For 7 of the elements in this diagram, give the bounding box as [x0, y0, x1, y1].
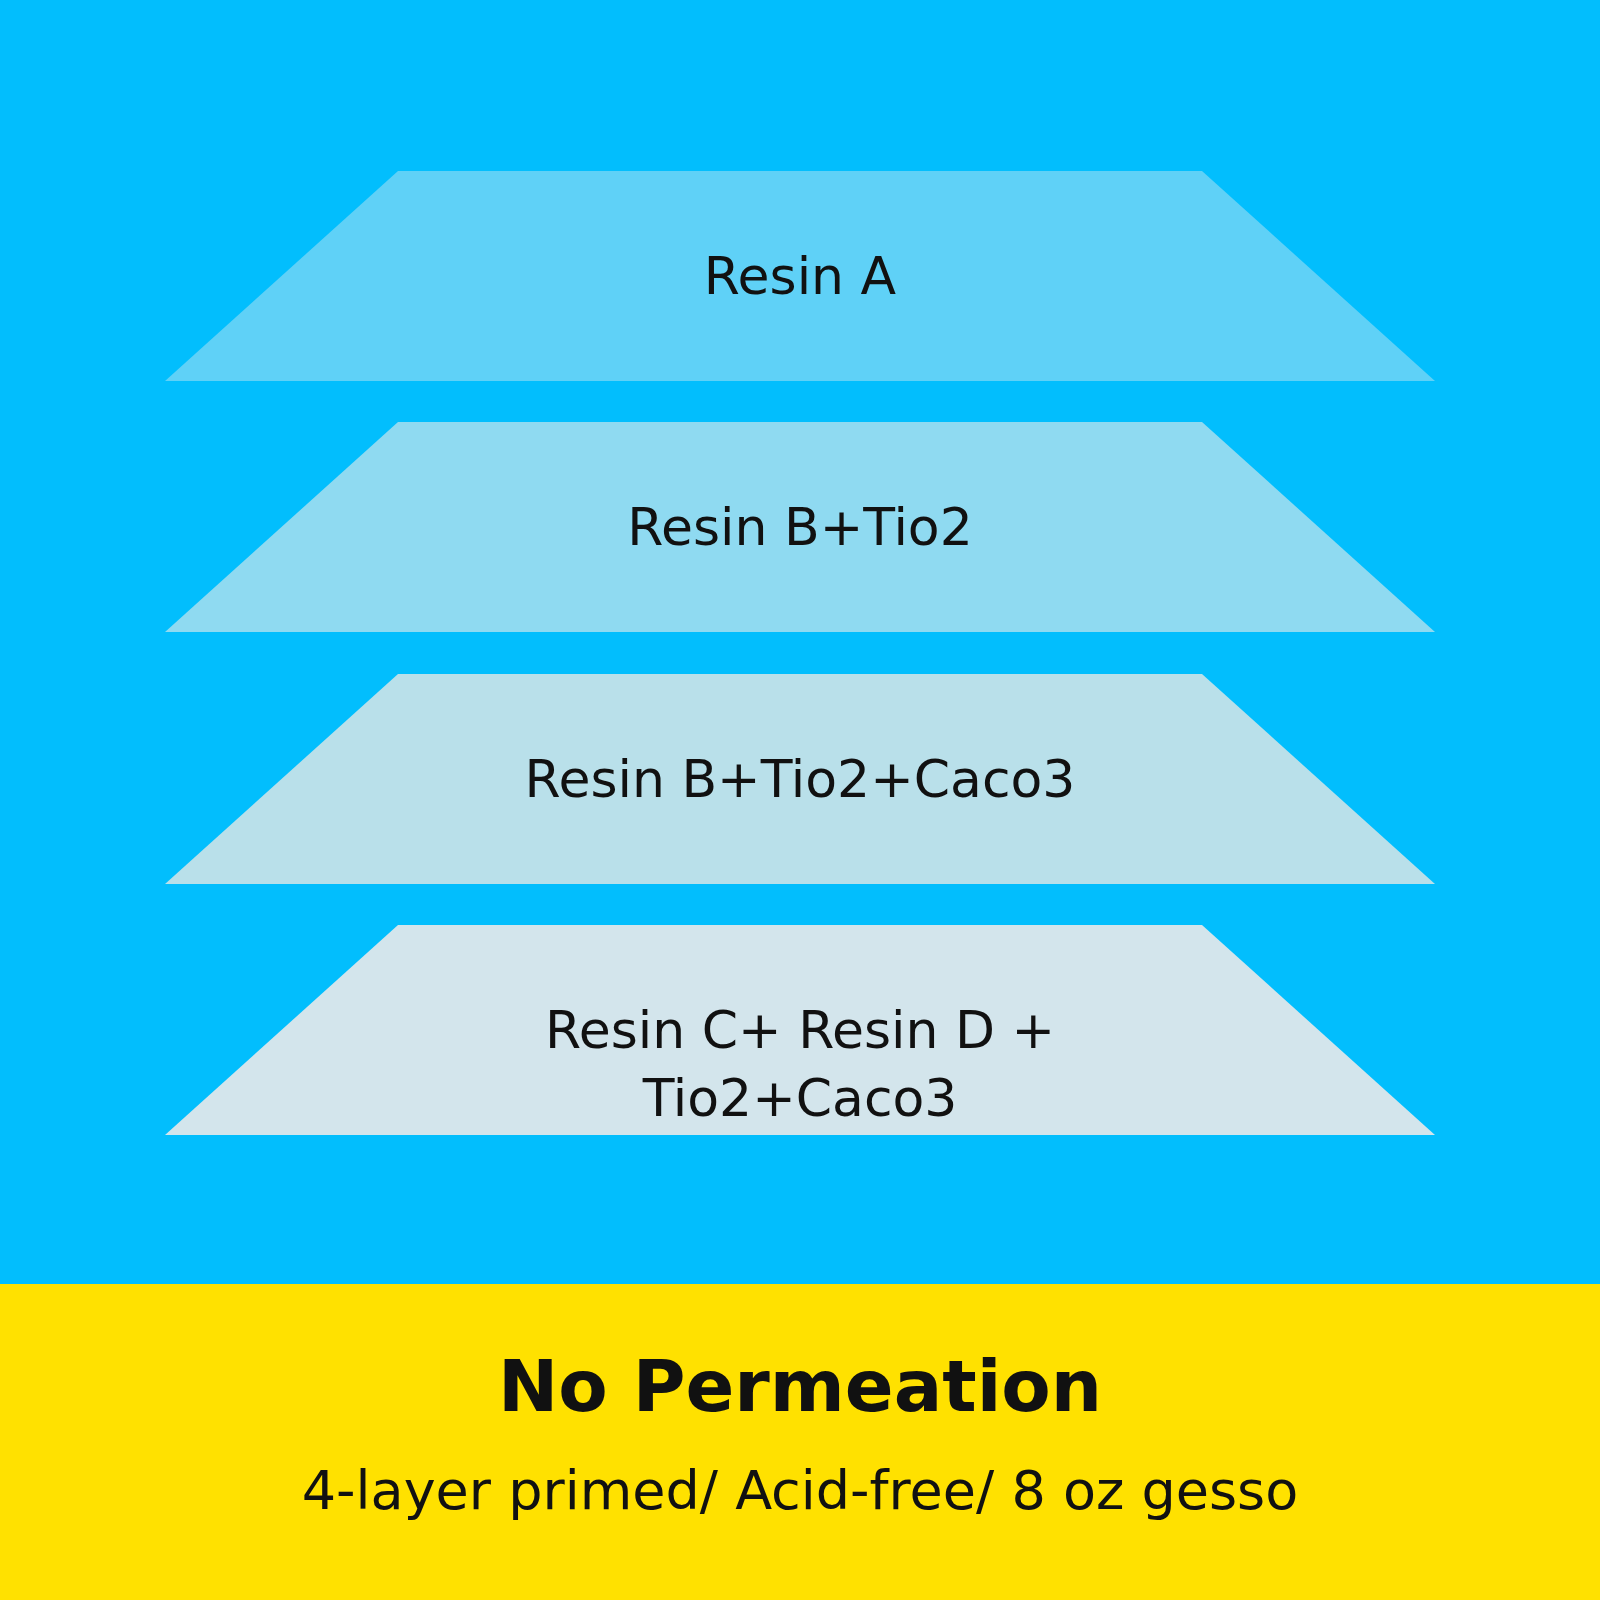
layer-label: Resin B+Tio2	[626, 496, 974, 559]
footer-band	[0, 1284, 1600, 1600]
heading-text: No Permeation	[496, 1344, 1104, 1428]
layer-label: Resin C+ Resin D + Tio2+Caco3	[543, 999, 1057, 1130]
subheading-text: 4-layer primed/ Acid-free/ 8 oz gesso	[300, 1459, 1300, 1522]
layer-label: Resin A	[702, 245, 898, 308]
layer-label: Resin B+Tio2+Caco3	[523, 748, 1077, 811]
